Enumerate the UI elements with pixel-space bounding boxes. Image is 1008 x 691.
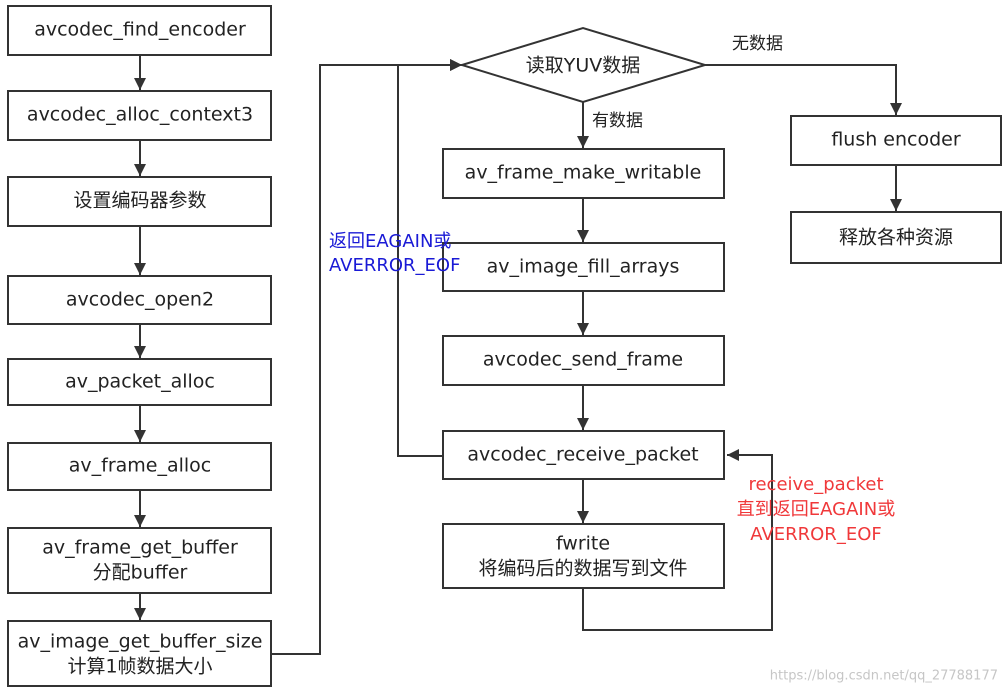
node-packet-alloc-label: av_packet_alloc xyxy=(65,371,215,393)
note-loop-line-2: 直到返回EAGAIN或 xyxy=(737,499,895,520)
node-image-get-buffer-size xyxy=(7,620,272,687)
node-fill-arrays xyxy=(442,242,725,292)
note-loop-line-1: receive_packet xyxy=(748,474,883,495)
node-read-yuv-decision xyxy=(458,26,709,104)
note-eagain-line-1: 返回EAGAIN或 xyxy=(329,231,451,252)
watermark-text: https://blog.csdn.net/qq_27788177 xyxy=(770,669,998,684)
node-frame-alloc xyxy=(7,442,272,491)
arrow-fwrite-loop xyxy=(582,449,773,631)
node-make-writable-label: av_frame_make_writable xyxy=(465,162,702,184)
node-fwrite-label-1: fwrite xyxy=(556,533,610,555)
node-packet-alloc xyxy=(7,358,272,406)
node-send-frame-label: avcodec_send_frame xyxy=(483,349,683,371)
node-frame-get-buffer-label-2: 分配buffer xyxy=(93,562,188,584)
node-image-get-buffer-size-label-1: av_image_get_buffer_size xyxy=(18,631,263,653)
node-set-params xyxy=(7,176,272,227)
node-release-resources xyxy=(790,211,1002,264)
arrow-buffersize-to-read xyxy=(271,59,462,655)
node-make-writable xyxy=(442,148,725,199)
node-open2 xyxy=(7,275,272,325)
node-find-encoder-label: avcodec_find_encoder xyxy=(34,19,246,41)
node-flush-encoder-label: flush encoder xyxy=(831,129,961,151)
node-release-resources-label: 释放各种资源 xyxy=(839,227,953,249)
node-receive-packet xyxy=(442,430,725,480)
node-set-params-label: 设置编码器参数 xyxy=(73,190,206,212)
node-fwrite-label-2: 将编码后的数据写到文件 xyxy=(478,558,687,580)
label-no-data: 无数据 xyxy=(732,34,783,54)
node-frame-alloc-label: av_frame_alloc xyxy=(69,455,212,477)
node-fwrite xyxy=(442,523,725,589)
node-alloc-context-label: avcodec_alloc_context3 xyxy=(27,104,253,126)
node-send-frame xyxy=(442,335,725,386)
arrow-read-to-flush xyxy=(705,64,902,115)
node-open2-label: avcodec_open2 xyxy=(66,289,214,311)
arrow-eagain-to-read xyxy=(397,59,462,457)
node-alloc-context xyxy=(7,90,272,141)
node-flush-encoder xyxy=(790,115,1002,166)
node-receive-packet-label: avcodec_receive_packet xyxy=(467,444,698,466)
label-has-data: 有数据 xyxy=(592,111,643,131)
node-fill-arrays-label: av_image_fill_arrays xyxy=(487,256,680,278)
node-frame-get-buffer xyxy=(7,527,272,594)
note-eagain-line-2: AVERROR_EOF xyxy=(329,255,460,276)
node-find-encoder xyxy=(7,5,272,56)
node-read-yuv-label: 读取YUV数据 xyxy=(526,55,641,77)
node-image-get-buffer-size-label-2: 计算1帧数据大小 xyxy=(67,656,212,678)
note-loop-line-3: AVERROR_EOF xyxy=(750,524,881,545)
node-frame-get-buffer-label-1: av_frame_get_buffer xyxy=(42,537,238,559)
